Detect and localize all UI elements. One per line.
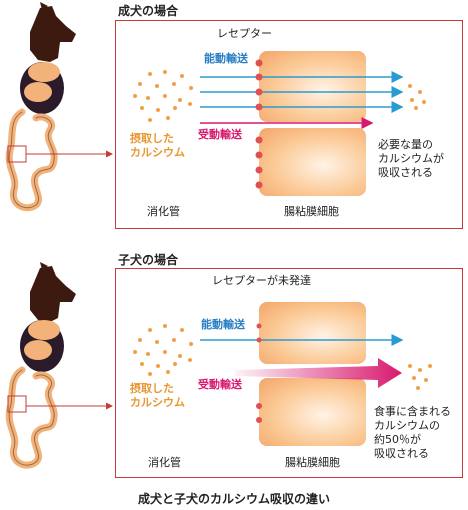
puppy-calcium-dots-right (408, 364, 432, 390)
adult-mucosal-cell-label: 腸粘膜細胞 (284, 205, 339, 218)
adult-panel-title: 成犬の場合 (118, 4, 179, 18)
adult-absorption-result-label: 必要な量の カルシウムが 吸収される (378, 138, 444, 179)
adult-receptors (255, 59, 263, 189)
puppy-passive-arrow (235, 358, 402, 388)
puppy-intake-calcium-label: 摂取した カルシウム (130, 382, 185, 409)
puppy-receptor-label: レセプターが未発達 (212, 274, 311, 287)
puppy-receptors (256, 323, 262, 423)
figure-caption: 成犬と子犬のカルシウム吸収の違い (137, 492, 330, 506)
adult-upper-mucosal-cell (259, 51, 366, 122)
adult-dog-illustration (5, 2, 76, 212)
adult-passive-transport-label: 受動輸送 (198, 128, 242, 141)
adult-active-transport-label: 能動輸送 (204, 52, 248, 65)
puppy-calcium-dots-left (133, 324, 193, 376)
puppy-digestive-tract-label: 消化管 (148, 456, 181, 469)
puppy-mucosal-cell-label: 腸粘膜細胞 (285, 456, 340, 469)
puppy-lower-mucosal-cell (259, 378, 366, 446)
adult-calcium-dots-right (408, 84, 426, 110)
puppy-upper-mucosal-cell (259, 302, 366, 364)
puppy-active-transport-label: 能動輸送 (201, 318, 245, 331)
adult-receptor-label: レセプター (217, 27, 272, 40)
adult-calcium-dots-left (133, 70, 193, 122)
puppy-panel-title: 子犬の場合 (118, 253, 179, 267)
puppy-illustration (5, 262, 76, 469)
adult-digestive-tract-label: 消化管 (147, 205, 180, 218)
adult-intake-calcium-label: 摂取した カルシウム (130, 132, 185, 159)
puppy-passive-transport-label: 受動輸送 (198, 378, 242, 391)
puppy-absorption-result-label: 食事に含まれる カルシウムの 約50％が 吸収される (374, 405, 451, 460)
adult-lower-mucosal-cell (259, 128, 366, 196)
